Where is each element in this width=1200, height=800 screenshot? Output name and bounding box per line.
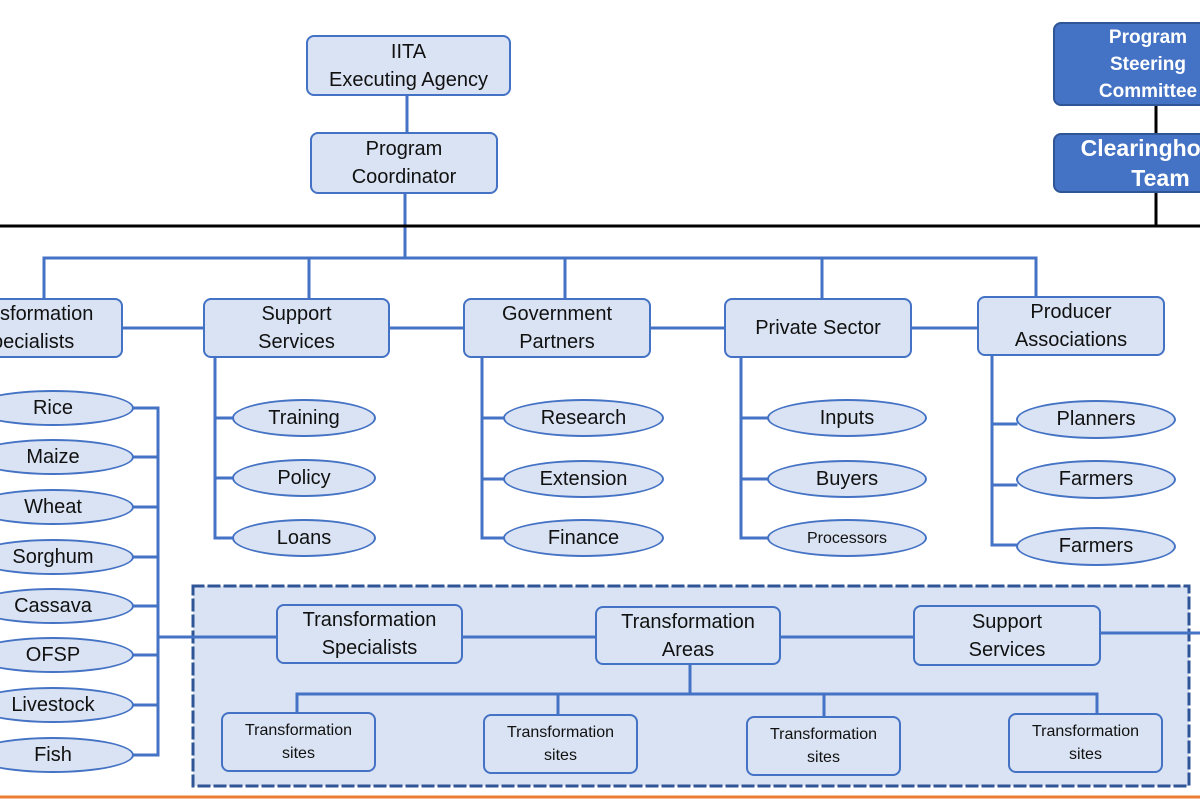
support-item-oval: Training: [232, 399, 376, 437]
panel-transformation-specialists-box: Transformation Specialists: [276, 604, 463, 664]
producer-item-oval: Planners: [1016, 400, 1176, 439]
box-label: Program: [365, 138, 443, 160]
box-label: Team: [1131, 165, 1190, 191]
producer-item-oval: Farmers: [1016, 460, 1176, 499]
box-label: Transformation: [507, 724, 614, 741]
transformation-specialists-box: Transformation Specialists: [0, 298, 123, 358]
box-label: Specialists: [321, 637, 418, 659]
transformation-site-box: Transformation sites: [746, 716, 901, 776]
clearinghouse-team-box: Clearinghouse Team: [1053, 133, 1200, 193]
private-item-oval: Inputs: [767, 399, 927, 437]
box-label: Transformation: [0, 303, 94, 325]
commodity-oval: OFSP: [0, 637, 134, 673]
program-steering-committee-box: Program Steering Committee: [1053, 22, 1200, 106]
transformation-site-box: Transformation sites: [483, 714, 638, 774]
box-label: Services: [968, 638, 1046, 661]
box-label: IITA: [390, 40, 427, 63]
box-label: sites: [1069, 746, 1102, 763]
box-label: sites: [282, 745, 315, 762]
support-item-oval: Policy: [232, 459, 376, 497]
commodity-oval: Cassava: [0, 588, 134, 624]
box-label: Associations: [1014, 329, 1128, 351]
box-label: Transformation: [621, 610, 755, 633]
box-label: Transformation: [245, 722, 352, 739]
box-label: Private Sector: [755, 317, 881, 339]
iita-executing-agency-box: IITA Executing Agency: [306, 35, 511, 96]
box-label: Specialists: [0, 331, 75, 353]
box-label: Transformation: [770, 726, 877, 743]
private-item-oval: Processors: [767, 519, 927, 557]
panel-support-services-box: Support Services: [913, 605, 1101, 666]
transformation-site-box: Transformation sites: [1008, 713, 1163, 773]
government-item-oval: Finance: [503, 519, 664, 557]
producer-associations-box: Producer Associations: [977, 296, 1165, 356]
commodity-oval: Fish: [0, 737, 134, 773]
box-label: Transformation: [1032, 723, 1139, 740]
box-label: Program: [1108, 26, 1188, 48]
box-label: Executing Agency: [329, 68, 488, 91]
commodity-oval: Maize: [0, 439, 134, 475]
private-item-oval: Buyers: [767, 460, 927, 498]
box-label: Partners: [519, 331, 595, 353]
support-services-box: Support Services: [203, 298, 390, 358]
government-item-oval: Extension: [503, 460, 664, 498]
box-label: Government: [501, 303, 613, 325]
box-label: Support: [261, 303, 332, 325]
box-label: Services: [258, 331, 335, 353]
support-item-oval: Loans: [232, 519, 376, 557]
box-label: Clearinghouse: [1080, 135, 1200, 161]
transformation-site-box: Transformation sites: [221, 712, 376, 772]
producer-item-oval: Farmers: [1016, 527, 1176, 566]
transformation-areas-box: Transformation Areas: [595, 606, 781, 665]
commodity-oval: Rice: [0, 390, 134, 426]
box-label: Steering: [1109, 53, 1187, 75]
box-label: Coordinator: [351, 166, 457, 188]
box-label: sites: [807, 749, 840, 766]
box-label: Areas: [661, 638, 715, 661]
program-coordinator-box: Program Coordinator: [310, 132, 498, 194]
box-label: Producer: [1030, 301, 1112, 323]
box-label: sites: [544, 747, 577, 764]
commodity-oval: Sorghum: [0, 539, 134, 575]
private-sector-box: Private Sector: [724, 298, 912, 358]
box-label: Support: [971, 610, 1043, 633]
government-partners-box: Government Partners: [463, 298, 651, 358]
box-label: Transformation: [302, 609, 437, 631]
commodity-oval: Wheat: [0, 489, 134, 525]
commodity-oval: Livestock: [0, 687, 134, 723]
box-label: Committee: [1098, 80, 1198, 102]
government-item-oval: Research: [503, 399, 664, 437]
